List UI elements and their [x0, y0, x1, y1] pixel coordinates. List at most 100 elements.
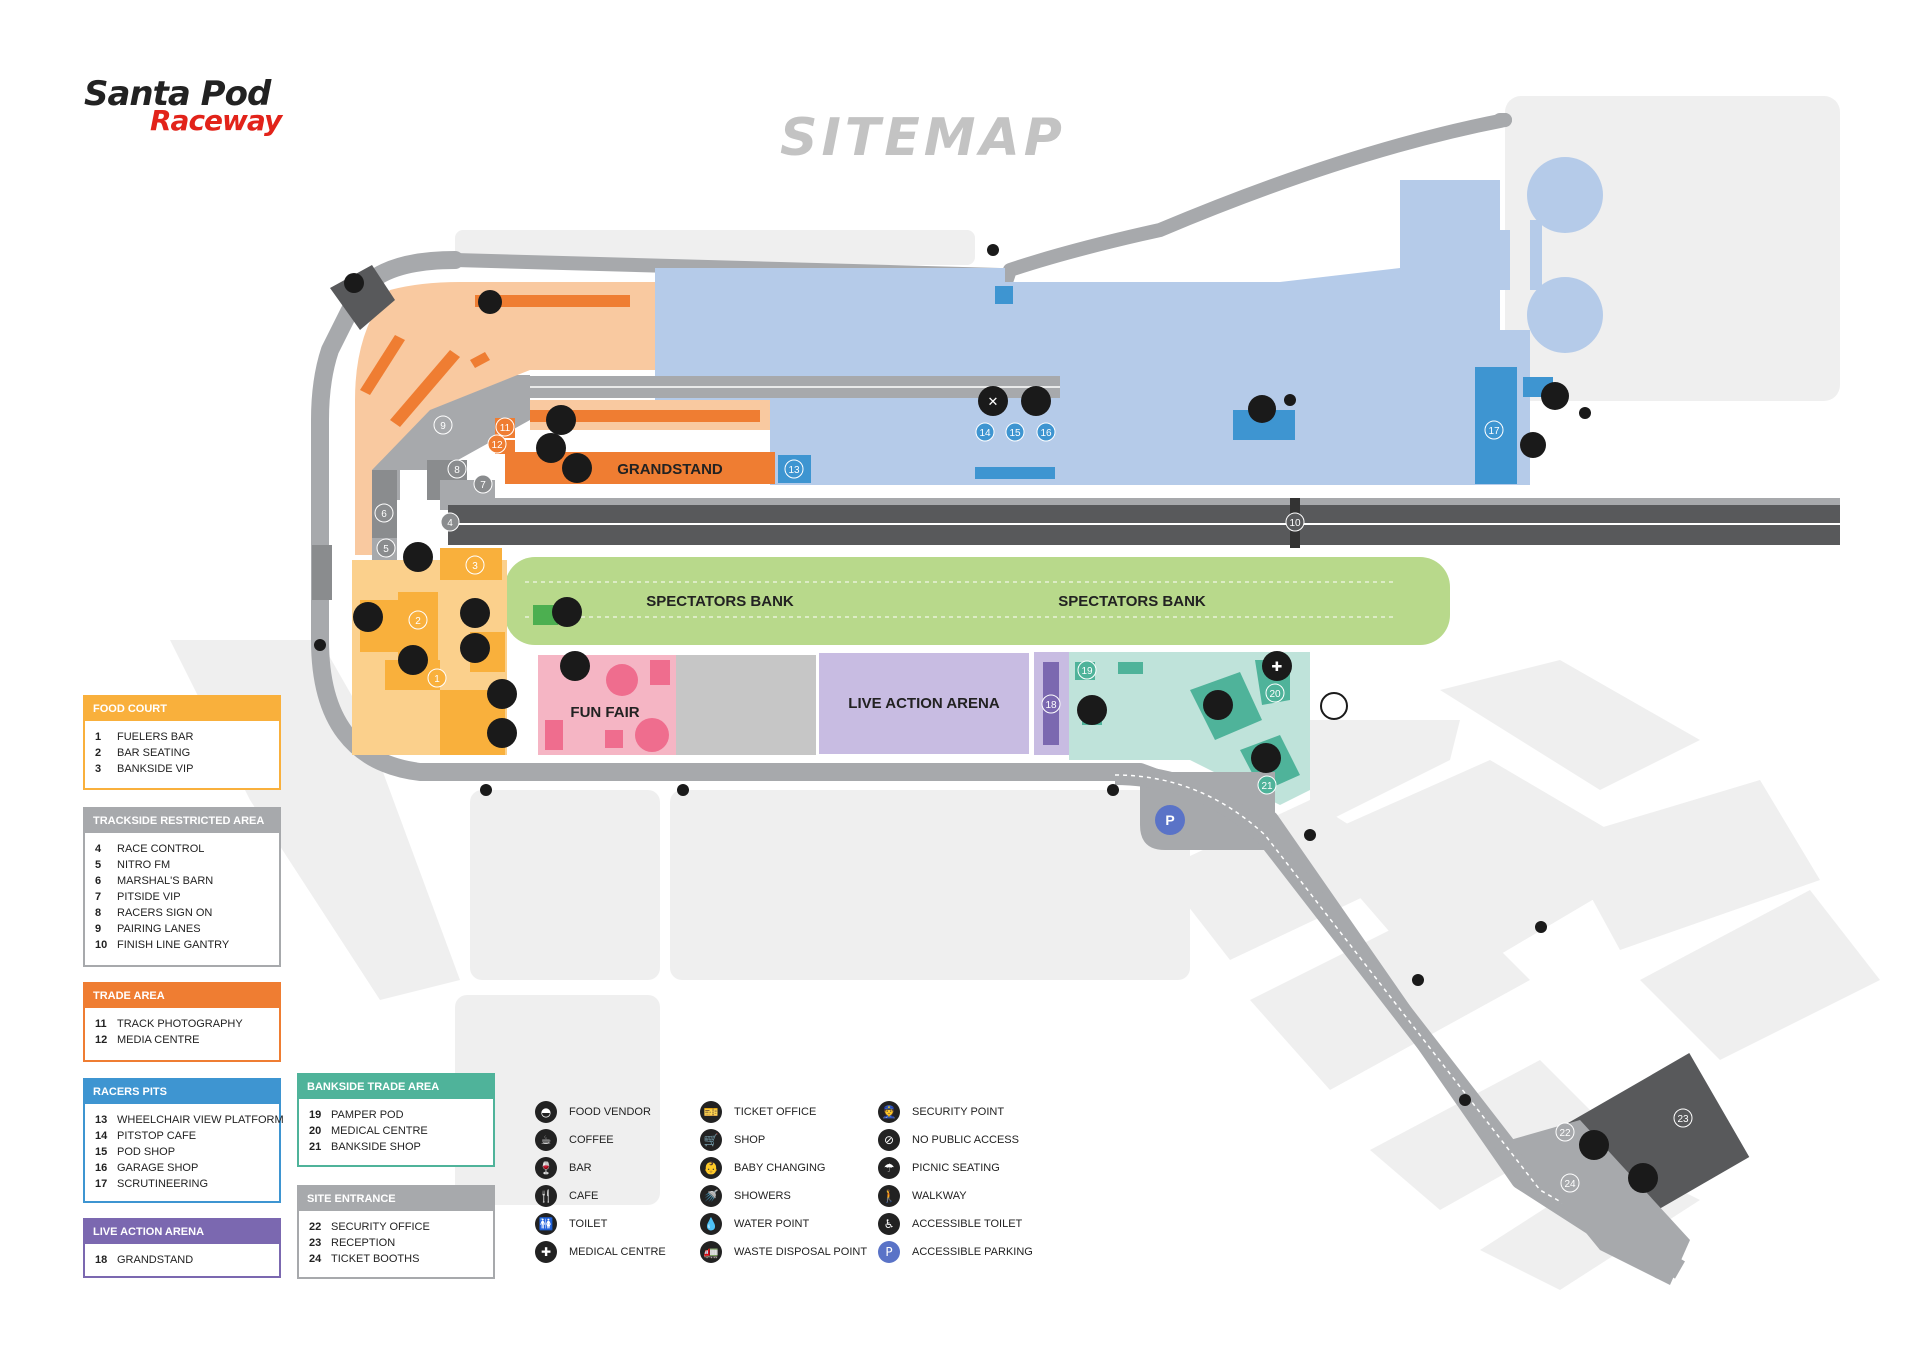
- legend-item-number: 12: [95, 1034, 108, 1046]
- marker-7: 7: [480, 480, 486, 491]
- icon-key-item: 🛒 SHOP: [700, 1126, 867, 1154]
- icon-key-label: BABY CHANGING: [734, 1162, 826, 1174]
- legend-item-number: 3: [95, 763, 102, 775]
- legend-item-number: 14: [95, 1130, 108, 1142]
- marker-3: 3: [472, 561, 478, 572]
- legend-item: 2 BAR SEATING: [95, 745, 271, 761]
- legend-item-number: 6: [95, 875, 102, 887]
- drag-strip: [440, 498, 1840, 548]
- icon-key-item: 🚻 TOILET: [535, 1210, 666, 1238]
- label-spectators-bank-1: SPECTATORS BANK: [646, 593, 794, 610]
- icon-key-item: 🚶WALKWAY: [878, 1182, 1033, 1210]
- marker-23: 23: [1677, 1114, 1689, 1125]
- legend-item-label: BANKSIDE SHOP: [331, 1141, 421, 1153]
- icon-key-label: SECURITY POINT: [912, 1106, 1005, 1118]
- legend-item-label: SCRUTINEERING: [117, 1178, 209, 1190]
- medical-cross-icon: [1262, 651, 1292, 681]
- legend-trade-area-title: TRADE AREA: [85, 984, 279, 1008]
- marker-6: 6: [381, 509, 387, 520]
- legend-item-number: 15: [95, 1146, 108, 1158]
- burger-icon: [353, 602, 383, 632]
- legend-item-number: 1: [95, 731, 102, 743]
- accessible-parking-icon-glyph: P: [1165, 812, 1174, 828]
- map-icon-glyphs: ✚ ✕: [988, 395, 1283, 675]
- shopping-cart-icon: [1251, 743, 1281, 773]
- icon-key-label: PICNIC SEATING: [912, 1162, 1000, 1174]
- legend-food-court-title: FOOD COURT: [85, 697, 279, 721]
- legend-item-number: 9: [95, 923, 102, 935]
- marker-13: 13: [788, 465, 800, 476]
- icon-key-label: WASTE DISPOSAL POINT: [734, 1246, 868, 1258]
- medical-cross-icon: ✚: [535, 1241, 557, 1263]
- legend-item-number: 4: [95, 843, 102, 855]
- icon-key-label: WATER POINT: [734, 1218, 810, 1230]
- no-access-icon: [1320, 692, 1348, 720]
- icon-key-label: TOILET: [569, 1218, 608, 1230]
- legend-item: 17 SCRUTINEERING: [95, 1176, 271, 1192]
- icon-key-item: ♿ACCESSIBLE TOILET: [878, 1210, 1033, 1238]
- shower-icon: 🚿: [700, 1185, 722, 1207]
- number-markers: 1 2 3 4 5 6 7 8 9 10 11 12 13 14 15 16 1…: [374, 415, 1693, 1193]
- accessible-toilet-icon: ♿: [878, 1213, 900, 1235]
- accessible-parking-icon: P: [878, 1241, 900, 1263]
- legend-item-number: 13: [95, 1114, 108, 1126]
- icon-key: ◓FOOD VENDOR☕COFFEE🍷BAR🍴CAFE🚻TOILET✚MEDI…: [535, 1098, 1075, 1268]
- icon-key-label: MEDICAL CENTRE: [569, 1246, 666, 1258]
- legend-item-label: BANKSIDE VIP: [117, 763, 194, 775]
- icon-key-item: 💧WATER POINT: [700, 1210, 867, 1238]
- icon-key-item: 🍴CAFE: [535, 1182, 666, 1210]
- legend-item-number: 2: [95, 747, 102, 759]
- legend-item-label: RECEPTION: [331, 1237, 396, 1249]
- icon-key-item: ✚ MEDICAL CENTRE: [535, 1238, 666, 1266]
- burger-icon: [478, 290, 502, 314]
- waste-truck-icon: 🚛: [700, 1241, 722, 1263]
- no-access-icon: [1520, 432, 1546, 458]
- legend-bankside-title: BANKSIDE TRADE AREA: [299, 1075, 493, 1099]
- coffee-icon: [562, 453, 592, 483]
- icon-key-column-3: 👮SECURITY POINT⊘NO PUBLIC ACCESS☂PICNIC …: [878, 1098, 1033, 1266]
- page-title: SITEMAP: [780, 108, 1066, 168]
- legend-item-number: 16: [95, 1162, 108, 1174]
- toilet-icon: [487, 679, 517, 709]
- legend-item-label: BAR SEATING: [117, 747, 191, 759]
- svg-text:✚: ✚: [1272, 660, 1283, 675]
- marker-10: 10: [1289, 518, 1301, 529]
- coffee-icon: [460, 598, 490, 628]
- icon-key-item: 👶BABY CHANGING: [700, 1154, 867, 1182]
- toilet-icon: 🚻: [535, 1213, 557, 1235]
- shopping-cart-icon: 🛒: [700, 1129, 722, 1151]
- legend-item-number: 20: [309, 1125, 322, 1137]
- marker-12: 12: [491, 440, 503, 451]
- label-live-action-arena: LIVE ACTION ARENA: [848, 695, 1000, 712]
- cutlery-icon: 🍴: [535, 1185, 557, 1207]
- marker-16: 16: [1040, 428, 1052, 439]
- icon-key-label: BAR: [569, 1162, 592, 1174]
- entrance-plaza: [1510, 1120, 1690, 1285]
- legend-item-label: TICKET BOOTHS: [331, 1253, 420, 1265]
- icon-key-item: ⊘NO PUBLIC ACCESS: [878, 1126, 1033, 1154]
- icon-key-item: ◓FOOD VENDOR: [535, 1098, 666, 1126]
- label-fun-fair: FUN FAIR: [570, 704, 639, 721]
- icon-key-label: SHOP: [734, 1134, 766, 1146]
- legend-site-entrance-title: SITE ENTRANCE: [299, 1187, 493, 1211]
- wine-glass-icon: [552, 597, 582, 627]
- marker-5: 5: [383, 544, 389, 555]
- legend-item-label: TRACK PHOTOGRAPHY: [117, 1018, 243, 1030]
- legend-item-number: 17: [95, 1178, 108, 1190]
- legend-item-label: WHEELCHAIR VIEW PLATFORM: [117, 1114, 284, 1126]
